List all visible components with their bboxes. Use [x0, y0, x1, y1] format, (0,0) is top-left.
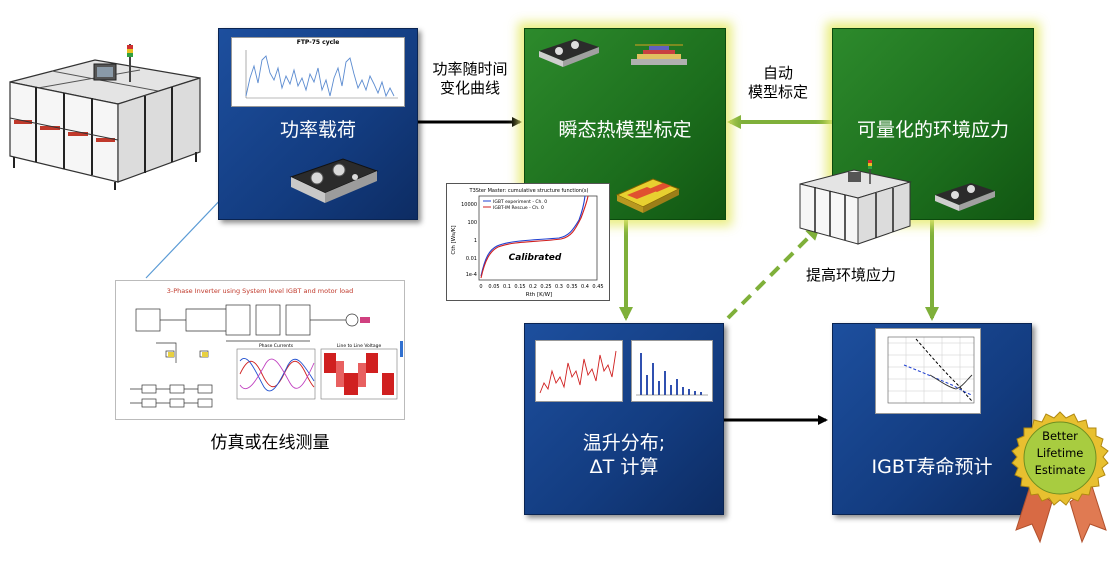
sf-ytick: 0.01: [466, 256, 477, 262]
env-stress-label: 可量化的环境应力: [833, 115, 1033, 142]
sf-ytick: 10000: [461, 202, 477, 208]
svg-text:0.1: 0.1: [503, 284, 511, 290]
sf-calibrated-annotation: Calibrated: [509, 253, 562, 263]
lifetime-curve-chart: [875, 328, 981, 414]
structure-function-chart: T3Ster Master: cumulative structure func…: [446, 183, 610, 301]
temperature-rise-label: 温升分布;: [525, 428, 723, 455]
better-lifetime-badge-icon: Better Lifetime Estimate: [1008, 408, 1112, 558]
auto-calibration-caption: 自动 模型标定: [732, 64, 824, 102]
power-load-box: FTP-75 cycle 功率载荷: [218, 28, 418, 220]
sf-ytick: 1e-4: [466, 272, 477, 278]
sf-ytick: 1: [474, 238, 477, 244]
svg-text:0.05: 0.05: [488, 284, 499, 290]
test-chamber-small-image: [796, 158, 914, 248]
increase-stress-caption: 提高环境应力: [806, 266, 926, 285]
svg-text:0.25: 0.25: [540, 284, 551, 290]
igbt-module-env-image: [933, 177, 999, 213]
svg-text:0: 0: [479, 284, 482, 290]
thermal-calibration-label: 瞬态热模型标定: [525, 115, 725, 142]
svg-text:0.45: 0.45: [592, 284, 603, 290]
temperature-rise-box: 温升分布; ΔT 计算: [524, 323, 724, 515]
svg-text:0.2: 0.2: [529, 284, 537, 290]
lifetime-label: IGBT寿命预计: [833, 452, 1031, 479]
svg-text:0.4: 0.4: [581, 284, 589, 290]
badge-line3: Estimate: [1035, 463, 1086, 477]
temperature-curve-chart: [535, 340, 623, 402]
svg-text:0.35: 0.35: [566, 284, 577, 290]
igbt-module-image: [287, 147, 381, 207]
badge-line2: Lifetime: [1037, 446, 1084, 460]
delta-t-label: ΔT 计算: [525, 452, 723, 479]
sf-ylabel: Cth [Ws/K]: [451, 225, 457, 254]
layer-stack-image: [627, 41, 691, 69]
simulation-caption: 仿真或在线测量: [170, 434, 370, 453]
sf-legend-experiment: IGBT experiment - Ch. 0: [493, 199, 547, 205]
igbt-module-small-image: [537, 33, 603, 71]
sf-legend-rescue: IGBT-IM Rescue - Ch. 0: [493, 205, 544, 211]
lifetime-box: IGBT寿命预计: [832, 323, 1032, 515]
sim-title: 3-Phase Inverter using System level IGBT…: [167, 287, 353, 295]
power-curve-caption: 功率随时间 变化曲线: [420, 60, 520, 98]
test-chamber-rig-image: [0, 40, 205, 190]
sim-line-title: Line to Line Voltage: [337, 343, 382, 349]
sim-phase-title: Phase Currents: [259, 343, 294, 349]
sf-xlabel: Rth [K/W]: [526, 292, 552, 298]
thermal-model-3d-image: [613, 169, 683, 215]
sf-ytick: 100: [467, 220, 477, 226]
power-load-label: 功率载荷: [219, 115, 417, 142]
ftp75-chart: FTP-75 cycle: [231, 37, 405, 107]
badge-line1: Better: [1042, 429, 1078, 443]
delta-t-histogram: [631, 340, 713, 402]
simulation-schematic-panel: 3-Phase Inverter using System level IGBT…: [115, 280, 405, 420]
svg-text:0.3: 0.3: [555, 284, 563, 290]
svg-text:0.15: 0.15: [514, 284, 525, 290]
sf-title: T3Ster Master: cumulative structure func…: [469, 188, 589, 194]
